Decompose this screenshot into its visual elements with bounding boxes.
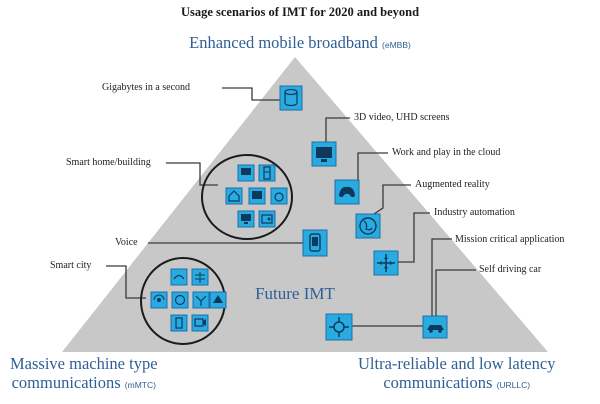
- car-icon: [422, 315, 448, 339]
- monitor-icon: [237, 164, 255, 182]
- label-mission: Mission critical application: [455, 234, 565, 245]
- city-grid-icon: [191, 268, 209, 286]
- urllc-line1: Ultra-reliable and low latency: [358, 354, 556, 373]
- urllc-abbr: (URLLC): [496, 380, 531, 390]
- connector-car: [435, 269, 476, 316]
- industry-automation-icon: [373, 250, 399, 276]
- label-industry: Industry automation: [434, 207, 515, 218]
- label-car: Self driving car: [479, 264, 542, 275]
- connector-video: [325, 117, 350, 142]
- embb-label: Enhanced mobile broadband: [189, 33, 378, 52]
- city-meter-icon: [171, 291, 189, 309]
- label-smart-city: Smart city: [50, 260, 92, 271]
- city-sensor-icon: [170, 314, 188, 332]
- city-signal-icon: [150, 291, 168, 309]
- connector-ar: [373, 184, 411, 215]
- label-video: 3D video, UHD screens: [354, 112, 450, 123]
- mmtc-line1: Massive machine type: [10, 354, 158, 373]
- mmtc-abbr: (mMTC): [124, 380, 156, 390]
- label-voice: Voice: [115, 237, 138, 248]
- globe-icon: [355, 213, 381, 239]
- house-icon: [225, 187, 243, 205]
- label-ar: Augmented reality: [415, 179, 490, 190]
- connector-smart-home: [166, 162, 218, 186]
- connector-smart-city: [106, 265, 146, 299]
- diagram-title: Usage scenarios of IMT for 2020 and beyo…: [180, 5, 420, 19]
- urllc-corner-label: Ultra-reliable and low latency communica…: [358, 354, 555, 395]
- appliance-icon: [258, 210, 276, 228]
- future-imt-label: Future IMT: [255, 284, 335, 303]
- gamepad-icon: [334, 179, 360, 205]
- fridge-icon: [258, 164, 276, 182]
- city-tree-icon: [209, 291, 227, 309]
- washer-icon: [270, 187, 288, 205]
- mmtc-line2: communications: [11, 373, 121, 392]
- uhd-screen-icon: [311, 141, 337, 167]
- mission-critical-icon: [325, 313, 353, 341]
- connector-mission: [352, 238, 452, 327]
- connector-gigabytes: [222, 87, 280, 101]
- mmtc-line2-row: communications (mMTC): [10, 373, 158, 395]
- imt-triangle: [62, 57, 548, 352]
- city-camera-icon: [191, 314, 209, 332]
- desktop-icon: [237, 210, 255, 228]
- city-network-icon: [192, 291, 210, 309]
- city-wave-icon: [170, 268, 188, 286]
- tv-icon: [248, 187, 266, 205]
- label-gigabytes: Gigabytes in a second: [102, 82, 191, 93]
- database-icon: [279, 85, 303, 111]
- mmtc-corner-label: Massive machine type communications (mMT…: [10, 354, 158, 395]
- connector-cloud: [357, 152, 388, 180]
- embb-abbr: (eMBB): [382, 40, 411, 50]
- connector-lines: [106, 87, 476, 327]
- embb-corner-label: Enhanced mobile broadband (eMBB): [0, 33, 600, 55]
- label-cloud: Work and play in the cloud: [392, 147, 501, 158]
- connector-industry: [398, 212, 430, 263]
- label-smart-home: Smart home/building: [66, 157, 151, 168]
- urllc-line2: communications: [383, 373, 493, 392]
- smart-home-circle: [201, 154, 293, 240]
- phone-icon: [302, 229, 328, 257]
- urllc-line2-row: communications (URLLC): [358, 373, 555, 395]
